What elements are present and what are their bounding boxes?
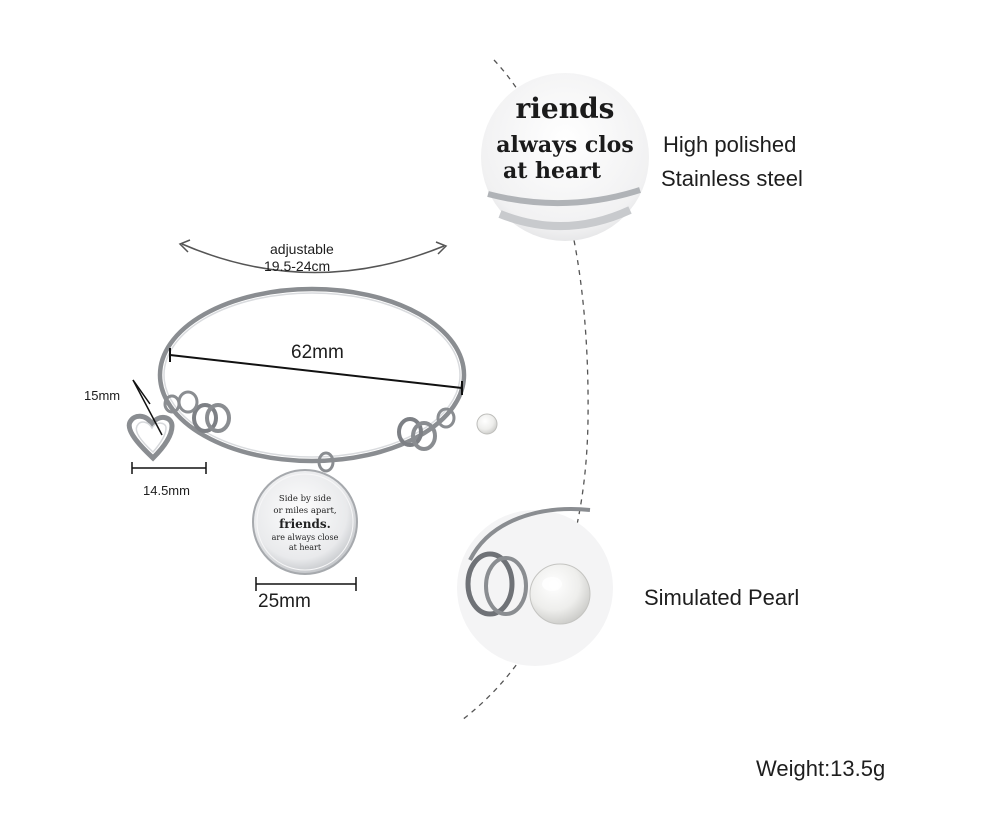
adjustable-arrowhead-left: [178, 239, 191, 253]
zoom-text-line2: always clos: [496, 132, 633, 158]
heart-height-line-b: [132, 379, 163, 436]
zoom-text-line3: at heart: [503, 158, 602, 184]
charm-line5: at heart: [289, 543, 322, 552]
diameter-label: 62mm: [291, 342, 344, 363]
pearl-label: Simulated Pearl: [644, 585, 800, 610]
polished-label-line2: Stainless steel: [661, 166, 803, 191]
charm-line4: are always close: [272, 533, 339, 542]
diameter-line: [169, 354, 463, 389]
weight-label: Weight:13.5g: [756, 756, 886, 781]
heart-charm: [126, 394, 181, 462]
adjustable-range-label: 19.5-24cm: [264, 258, 331, 274]
zoom-polished-steel: riends always clos at heart: [481, 73, 649, 241]
disc-charm: Side by side or miles apart, friends. ar…: [252, 451, 358, 575]
polished-label-line1: High polished: [663, 132, 797, 157]
charm-line3: friends.: [279, 517, 331, 531]
adjustable-label: adjustable: [270, 241, 334, 257]
adjustable-arc-arrow: [181, 243, 445, 274]
coil-left: [177, 390, 231, 433]
zoom-pearl: [457, 507, 613, 666]
bangle-bracelet: [157, 286, 467, 464]
disc-size-label: 25mm: [258, 591, 311, 612]
charm-line2: or miles apart,: [273, 506, 336, 516]
zoom-text-line1: riends: [516, 92, 615, 125]
charm-line1: Side by side: [279, 494, 331, 504]
heart-width-label: 14.5mm: [143, 483, 190, 498]
coil-right: [397, 407, 456, 451]
heart-height-label: 15mm: [84, 388, 121, 403]
pearl-bead: [476, 413, 498, 435]
adjustable-arrowhead-right: [435, 241, 448, 255]
